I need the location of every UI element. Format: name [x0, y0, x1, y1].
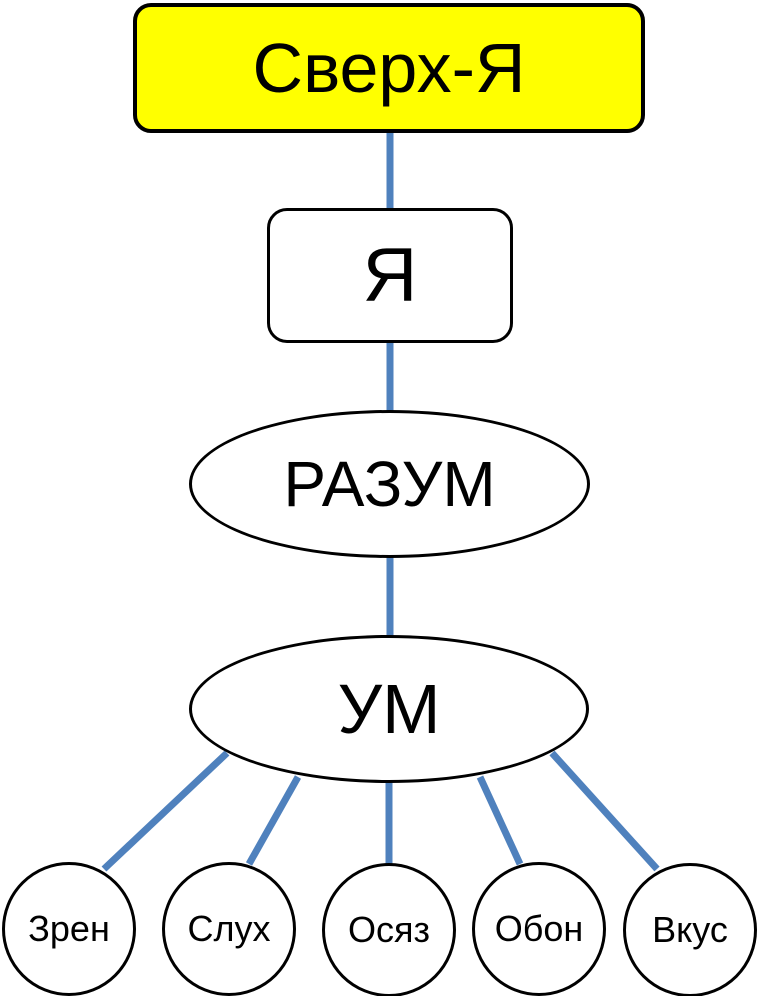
node-sense-touch-label: Осяз	[347, 909, 430, 950]
edge-mind-hearing	[245, 775, 302, 866]
node-reason-label: РАЗУМ	[283, 448, 496, 520]
node-superego: Сверх-Я	[133, 3, 645, 133]
node-sense-touch: Осяз	[322, 863, 456, 996]
edge-mind-vision	[101, 750, 230, 872]
node-sense-vision-label: Зрен	[28, 908, 110, 949]
node-mind: УМ	[189, 635, 589, 783]
node-sense-hearing-label: Слух	[187, 908, 271, 949]
edge-mind-smell	[476, 775, 524, 866]
node-mind-label: УМ	[337, 670, 441, 748]
node-sense-smell: Обон	[472, 862, 606, 996]
node-ego: Я	[267, 208, 513, 343]
node-reason: РАЗУМ	[189, 410, 590, 558]
node-sense-hearing: Слух	[162, 862, 296, 996]
node-sense-taste-label: Вкус	[652, 909, 728, 950]
node-sense-vision: Зрен	[2, 862, 136, 996]
node-sense-smell-label: Обон	[494, 908, 584, 949]
edge-mind-taste	[549, 750, 660, 872]
node-ego-label: Я	[362, 232, 418, 318]
node-sense-taste: Вкус	[623, 863, 757, 996]
node-superego-label: Сверх-Я	[252, 29, 526, 107]
